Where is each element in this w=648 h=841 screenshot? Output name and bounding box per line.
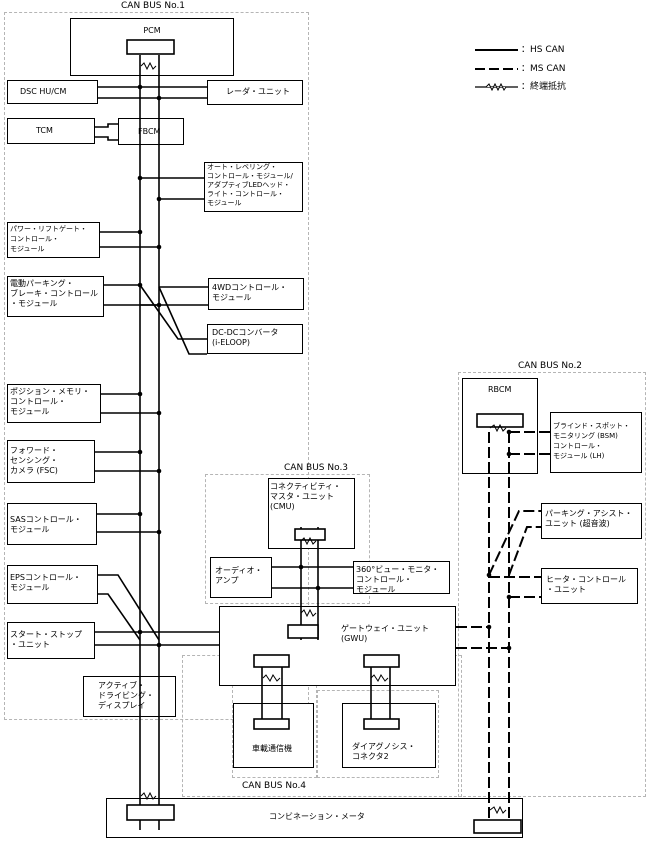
epb-label: 電動パーキング・ ブレーキ・コントロール ・モジュール xyxy=(10,279,98,308)
bsm-label: ブラインド・スポット・ モニタリング (BSM) コントロール・ モジュール (… xyxy=(553,422,630,460)
fsc-box xyxy=(7,440,95,483)
telematics-connector xyxy=(253,718,290,730)
radar-box xyxy=(207,80,303,105)
can-bus-2-label: CAN BUS No.2 xyxy=(518,361,583,371)
gwu-box xyxy=(219,606,456,686)
can-bus-1-label: CAN BUS No.1 xyxy=(121,1,186,11)
meter-connector-left xyxy=(126,804,175,821)
cmu-connector xyxy=(294,528,326,541)
gwu-connector-bottom-right xyxy=(363,654,400,668)
pcm-terminal-resistor xyxy=(140,61,157,71)
position-memory-box xyxy=(7,384,101,423)
dlc2-connector xyxy=(363,718,400,730)
rbcm-terminal-resistor xyxy=(489,423,507,433)
telematics-label: 車載通信機 xyxy=(252,744,292,753)
legend-terminal-resistor: ：終端抵抗 xyxy=(521,82,567,92)
dcdc-label: DC-DCコンバータ (i-ELOOP) xyxy=(212,328,279,347)
dsc-box xyxy=(7,80,98,104)
legend-ms-can: ：MS CAN xyxy=(521,64,566,74)
meter-label: コンビネーション・メータ xyxy=(269,812,365,821)
pcm-label: PCM xyxy=(143,26,161,35)
audio-label: オーディオ・ アンプ xyxy=(215,566,263,585)
view360-label: 360°ビュー・モニタ・ コントロール・ モジュール xyxy=(356,565,440,594)
audio-box xyxy=(210,557,272,598)
awd-label: 4WDコントロール・ モジュール xyxy=(212,283,288,302)
position-memory-label: ポジション・メモリ・ コントロール・ モジュール xyxy=(10,387,90,416)
legend-hs-can: ：HS CAN xyxy=(521,45,565,55)
radar-label: レーダ・ユニット xyxy=(226,87,290,96)
can-bus-2-area xyxy=(458,372,646,797)
telematics-box xyxy=(233,703,314,768)
dlc2-label: ダイアグノシス・ コネクタ2 xyxy=(352,742,416,761)
gwu-terminal-resistor xyxy=(300,608,317,618)
fsc-label: フォワード・ センシング・ カメラ (FSC) xyxy=(10,446,58,475)
start-stop-box xyxy=(7,622,95,659)
can-bus-3-area xyxy=(205,474,370,604)
can-bus-1-area xyxy=(4,12,309,720)
view360-box xyxy=(353,561,450,594)
dlc2-terminal-resistor xyxy=(370,674,389,682)
dcdc-box xyxy=(207,324,303,354)
parking-assist-label: パーキング・アシスト・ ユニット (超音波) xyxy=(545,509,633,528)
active-display-box xyxy=(83,676,176,717)
dlc2-box xyxy=(342,703,436,768)
power-liftgate-label: パワー・リフトゲート・ コントロール・ モジュール xyxy=(10,225,87,253)
eps-label: EPSコントロール・ モジュール xyxy=(10,573,81,592)
rbcm-connector xyxy=(476,413,524,428)
tcm-label: TCM xyxy=(36,126,53,135)
telematics-terminal-resistor xyxy=(262,674,281,682)
tcm-box xyxy=(7,118,95,144)
auto-leveling-box xyxy=(204,162,303,212)
epb-box xyxy=(7,276,104,317)
cmu-terminal-resistor xyxy=(300,536,317,546)
can-bus-4-label: CAN BUS No.4 xyxy=(242,781,307,791)
meter-box xyxy=(106,798,523,838)
gwu-connector-bottom-left xyxy=(253,654,290,668)
awd-box xyxy=(208,278,304,310)
meter-terminal-resistor xyxy=(140,791,157,801)
can-bus-4-area-right xyxy=(317,690,439,778)
pcm-connector xyxy=(126,39,175,55)
cmu-label: コネクティビティ・ マスタ・ユニット (CMU) xyxy=(270,482,342,511)
active-display-label: アクティブ・ ドライビング・ ディスプレイ xyxy=(98,681,154,710)
auto-leveling-label: オート・レベリング・ コントロール・モジュール/ アダプティブLEDヘッド・ ラ… xyxy=(207,163,293,207)
meter-connector-right xyxy=(473,819,522,834)
bsm-box xyxy=(550,412,642,473)
parking-assist-box xyxy=(541,503,642,539)
meter-ms-terminal-resistor xyxy=(489,805,507,815)
can-bus-3-label: CAN BUS No.3 xyxy=(284,463,349,473)
power-liftgate-box xyxy=(7,222,100,258)
dsc-label: DSC HU/CM xyxy=(20,87,67,96)
rbcm-label: RBCM xyxy=(488,385,512,394)
eps-box xyxy=(7,565,98,604)
start-stop-label: スタート・ストップ ・ユニット xyxy=(10,630,82,649)
gwu-label: ゲートウェイ・ユニット (GWU) xyxy=(341,624,429,643)
heater-box xyxy=(541,568,638,604)
gwu-connector xyxy=(287,624,319,639)
legend xyxy=(475,49,518,92)
fbcm-box xyxy=(118,118,184,145)
sas-label: SASコントロール・ モジュール xyxy=(10,515,82,534)
fbcm-label: FBCM xyxy=(138,127,161,136)
heater-label: ヒータ・コントロール ・ユニット xyxy=(546,575,626,594)
sas-box xyxy=(7,503,97,545)
